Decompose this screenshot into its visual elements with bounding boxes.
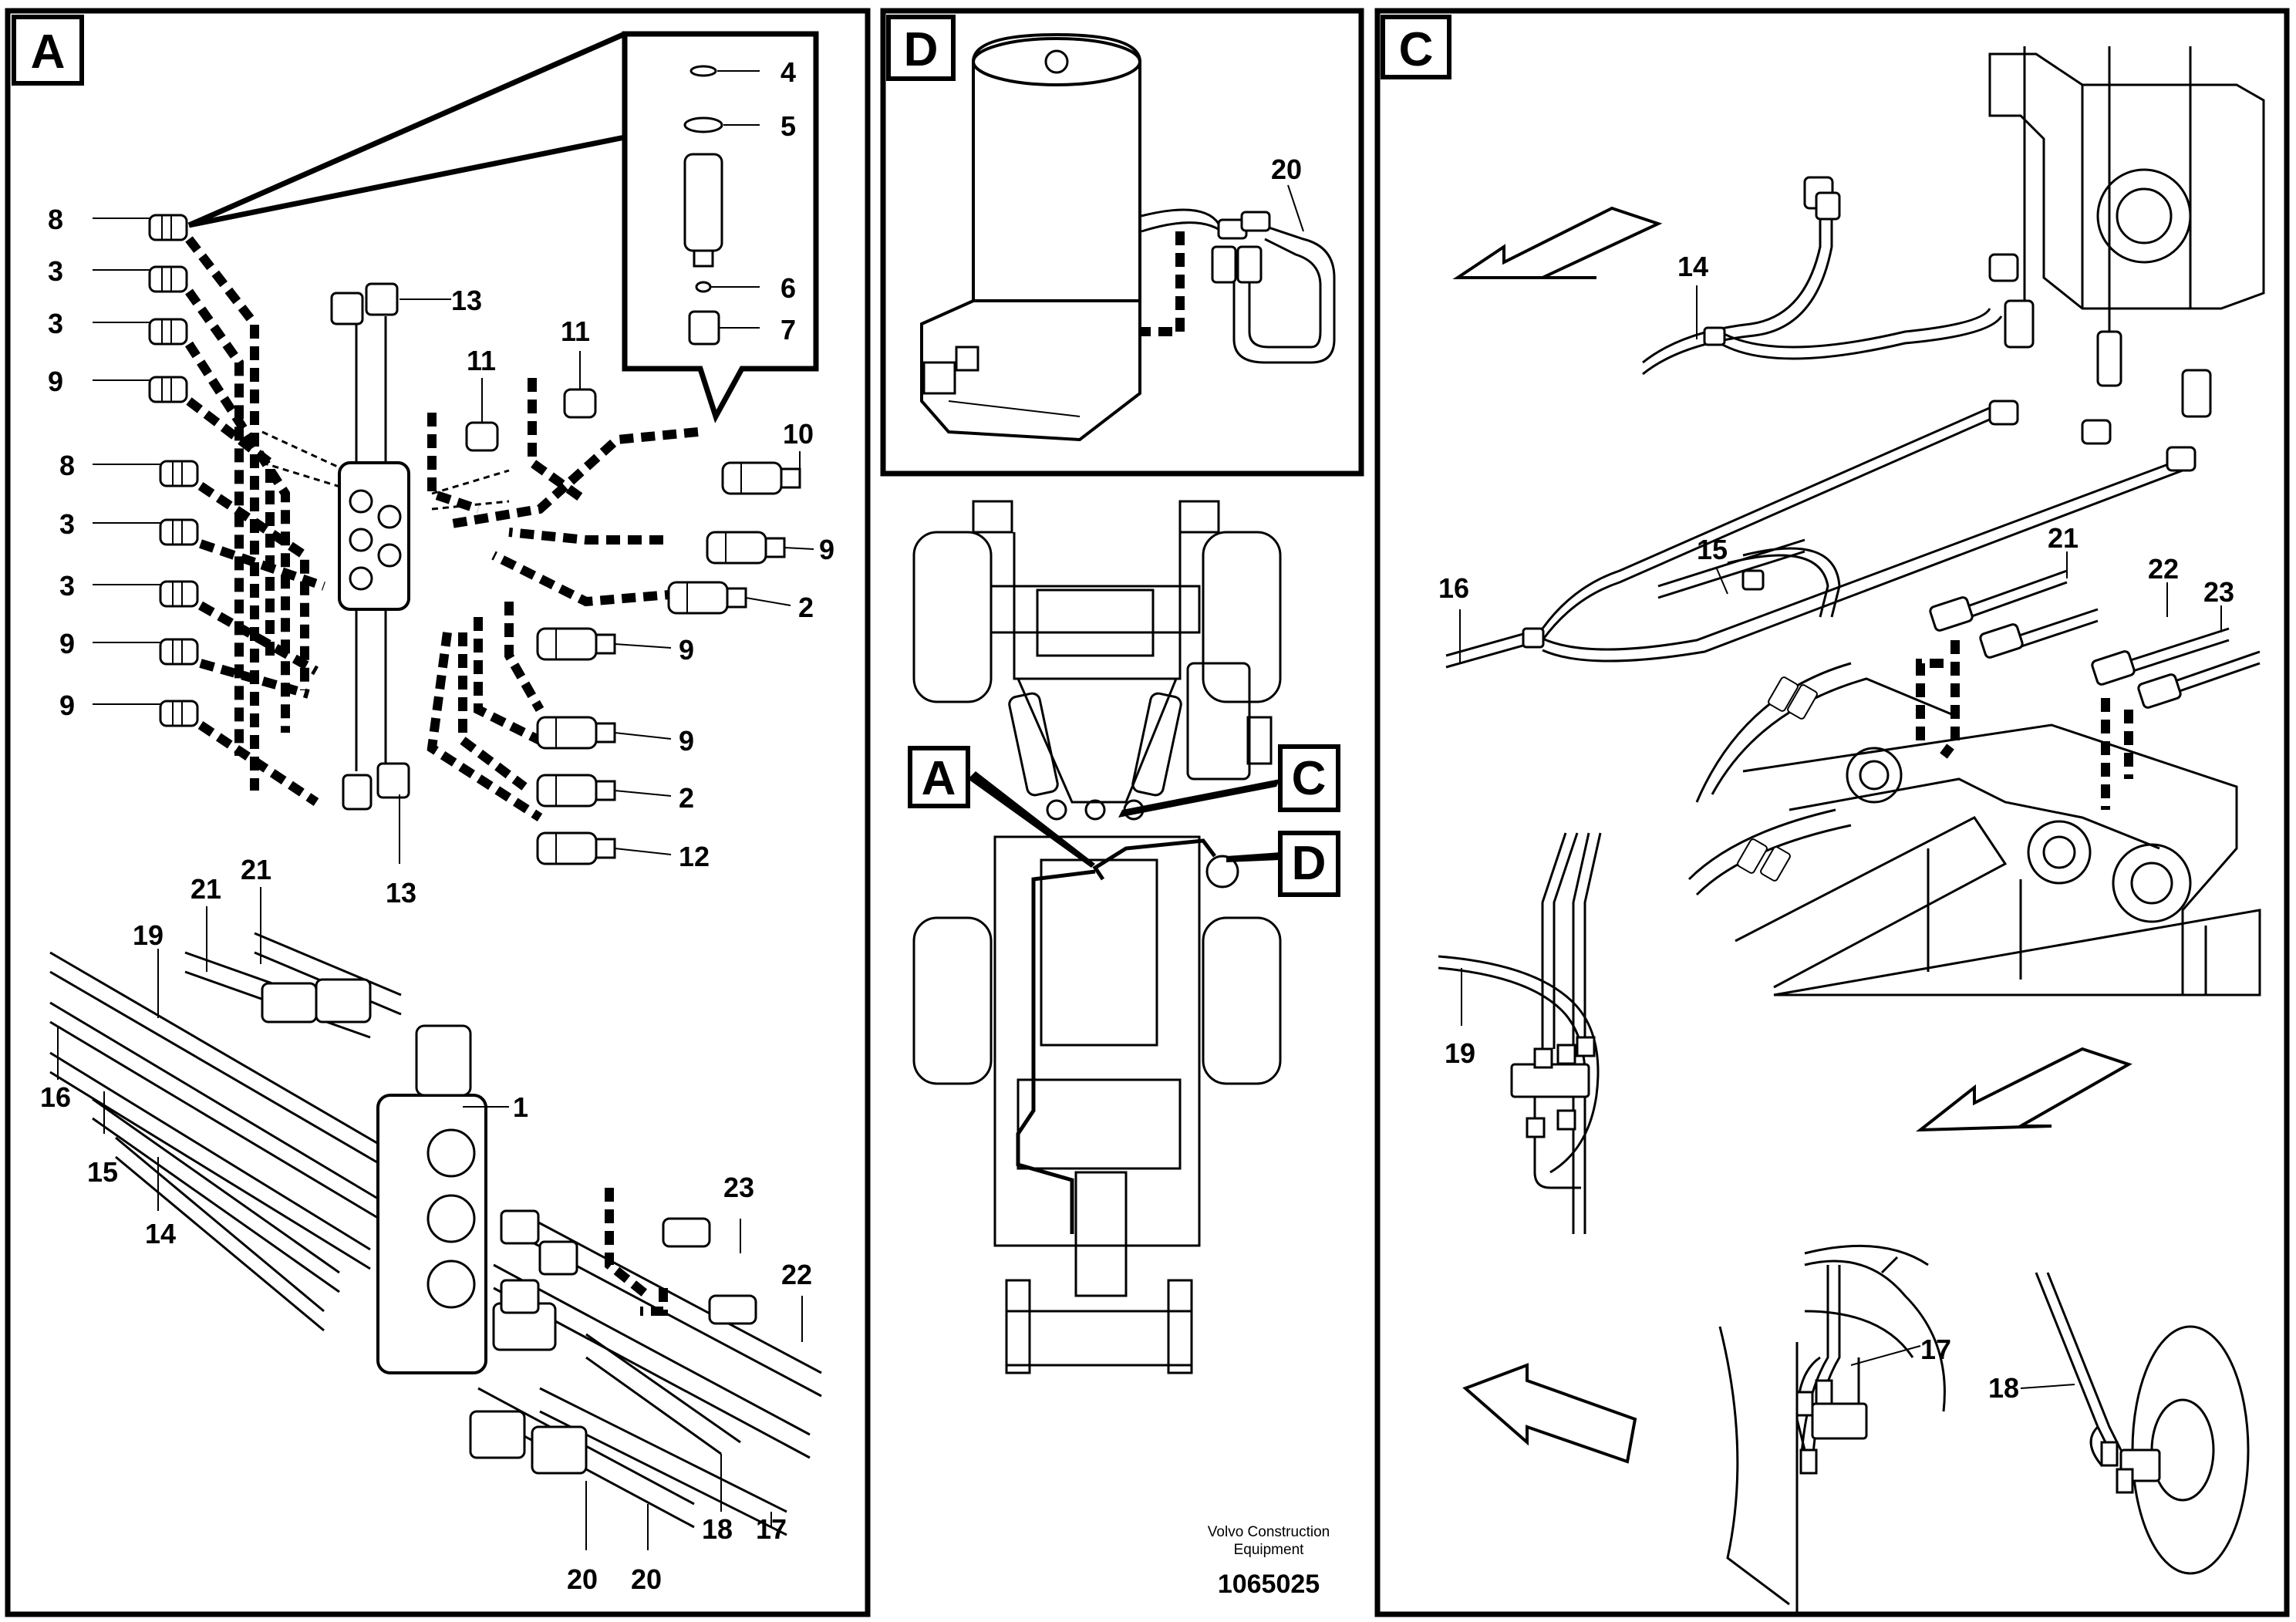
direction-arrow-2 (1915, 1047, 2132, 1132)
label-4: 4 (781, 56, 796, 88)
label-9-b: 9 (679, 634, 694, 666)
lower-fittings (261, 978, 757, 1475)
label-c-18: 18 (1988, 1372, 2019, 1404)
label-a-top-2: 3 (48, 308, 63, 339)
drawing-number: 1065025 (1218, 1570, 1320, 1599)
label-c-19: 19 (1445, 1037, 1475, 1069)
label-11-b: 11 (561, 315, 590, 347)
label-a-top-6: 3 (59, 570, 75, 602)
label-22: 22 (781, 1259, 812, 1290)
label-20-a: 20 (567, 1563, 598, 1595)
label-12: 12 (679, 841, 710, 872)
label-21-a: 21 (241, 854, 271, 885)
label-11-a: 11 (467, 345, 496, 376)
panel-d: D 20 (880, 8, 1364, 477)
label-9-c: 9 (679, 725, 694, 757)
label-21-b: 21 (190, 873, 221, 905)
label-17: 17 (756, 1513, 787, 1545)
panel-d-letter: D (904, 23, 939, 76)
footer: Volvo Construction Equipment 1065025 (1208, 1524, 1330, 1599)
right-nipples (536, 451, 814, 865)
label-d-20: 20 (1271, 153, 1302, 185)
distribution-block (330, 282, 451, 864)
machine-overview (912, 500, 1282, 1374)
left-fittings (93, 214, 199, 727)
label-18: 18 (702, 1513, 733, 1545)
label-1: 1 (513, 1091, 528, 1123)
label-15: 15 (87, 1156, 118, 1188)
label-16: 16 (40, 1081, 71, 1113)
direction-arrow-1 (1452, 206, 1663, 279)
label-23: 23 (723, 1172, 754, 1203)
label-c-17: 17 (1920, 1334, 1951, 1365)
label-2-a: 2 (798, 592, 814, 623)
label-13-top: 13 (451, 285, 482, 316)
overview-callouts: A C D (908, 744, 1340, 897)
label-c-14: 14 (1677, 251, 1708, 282)
label-19: 19 (133, 919, 164, 951)
panel-a: A 4 5 6 7 (5, 8, 871, 1617)
lower-hose-assembly (49, 932, 822, 1536)
label-9-a: 9 (819, 534, 834, 565)
label-6: 6 (781, 272, 796, 304)
label-c-15: 15 (1697, 534, 1728, 565)
direction-arrow-3 (1462, 1363, 1637, 1464)
callout-a-letter: A (922, 752, 956, 805)
label-2-b: 2 (679, 782, 694, 814)
label-a-top-3: 9 (48, 366, 63, 397)
dashed-pipes (184, 236, 699, 822)
label-a-top-4: 8 (59, 450, 75, 481)
panel-c-letter: C (1399, 23, 1434, 76)
label-c-22: 22 (2148, 553, 2179, 585)
label-5: 5 (781, 110, 796, 142)
label-a-top-1: 3 (48, 255, 63, 287)
company-line-1: Volvo Construction (1208, 1524, 1330, 1540)
label-c-16: 16 (1438, 572, 1469, 604)
panel-a-letter: A (31, 25, 66, 79)
label-c-23: 23 (2203, 576, 2234, 608)
label-a-top-5: 3 (59, 508, 75, 540)
callout-d-letter: D (1292, 837, 1327, 890)
label-10: 10 (783, 418, 814, 450)
label-a-top-7: 9 (59, 628, 75, 659)
label-13-bottom: 13 (386, 877, 416, 909)
company-line-2: Equipment (1234, 1542, 1305, 1558)
label-20-b: 20 (631, 1563, 662, 1595)
label-7: 7 (781, 314, 796, 346)
grease-pump (920, 32, 1228, 442)
label-c-21: 21 (2048, 522, 2079, 554)
label-14: 14 (145, 1218, 176, 1249)
label-a-top-0: 8 (48, 204, 63, 235)
hose-20-loop (1211, 184, 1336, 364)
callout-c-letter: C (1292, 752, 1327, 805)
panel-c: C (1374, 8, 2290, 1617)
label-a-top-8: 9 (59, 690, 75, 721)
detail-parts (683, 65, 760, 346)
